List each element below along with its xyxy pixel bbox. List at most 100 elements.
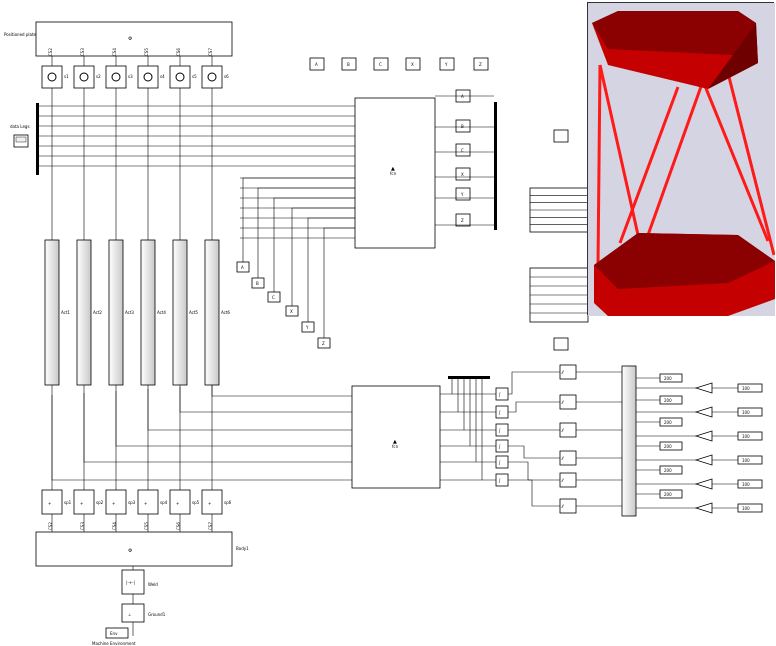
svg-text:B: B [461, 124, 464, 129]
svg-text:100: 100 [742, 482, 750, 487]
svg-text:Y: Y [444, 62, 448, 67]
top-cs-label: CS7 [208, 48, 213, 56]
svg-text:Z: Z [479, 62, 482, 67]
scope-screen-icon [16, 137, 26, 142]
gain-block[interactable] [696, 455, 712, 465]
stewart-platform-render [588, 3, 775, 316]
svg-text:Y: Y [460, 192, 464, 197]
leg-signal-lines: u1u2u3u4u5u6u7v1v2v3v4v5v6v7 [39, 103, 363, 240]
actuator-block[interactable] [173, 240, 187, 385]
actuator-label: Act5 [189, 310, 198, 315]
actuator-block[interactable] [205, 240, 219, 385]
joint-label: s5 [192, 74, 197, 79]
prismatic-joint[interactable] [74, 490, 94, 514]
bottom-cs-label: CS2 [48, 522, 53, 530]
svg-text:200: 200 [664, 420, 672, 425]
svg-text:X: X [290, 309, 293, 314]
output-scope[interactable] [554, 130, 568, 142]
top-joints: s1s2s3s4s5s6 [42, 56, 229, 240]
joint-label: sp1 [64, 500, 72, 505]
actuators: Act1Act2Act3Act4Act5Act6Leg6Leg5Leg4Leg3… [45, 240, 364, 490]
top-cs-label: CS5 [144, 48, 149, 56]
svg-text:⊥: ⊥ [128, 612, 132, 617]
saturation-block[interactable] [496, 440, 508, 452]
prismatic-joint[interactable] [42, 490, 62, 514]
joint-icon [112, 73, 120, 81]
top-platform-block[interactable]: ⚙ Positioned plate [4, 22, 232, 56]
weld-block[interactable]: |-+-| Weld [122, 570, 158, 594]
joint-label: s6 [224, 74, 229, 79]
gain-block[interactable] [696, 383, 712, 393]
gain-block[interactable] [696, 407, 712, 417]
bottom-cs-label: CS7 [208, 522, 213, 530]
bottom-platform-block[interactable]: ⚙ Body1 [36, 532, 249, 566]
bottom-platform-render [594, 233, 775, 316]
ground-label: Ground1 [148, 612, 166, 617]
svg-text:100: 100 [742, 410, 750, 415]
svg-text:X: X [411, 62, 414, 67]
joint-icon [208, 73, 216, 81]
gain-block[interactable] [696, 431, 712, 441]
joint-icon [176, 73, 184, 81]
svg-text:200: 200 [664, 398, 672, 403]
bottom-joints: +sp1CS2+sp2CS3+sp3CS4+sp4CS5+sp5CS6+sp6C… [42, 490, 232, 532]
weld-label: Weld [148, 582, 158, 587]
prismatic-joint[interactable] [202, 490, 222, 514]
saturation-block[interactable] [496, 474, 508, 486]
pose-constant-steps: ABCXYZ [237, 178, 355, 348]
svg-text:200: 200 [664, 492, 672, 497]
actuator-block[interactable] [141, 240, 155, 385]
ground-block[interactable]: ⊥ Ground1 [122, 604, 166, 622]
prismatic-joint[interactable] [106, 490, 126, 514]
joint-icon: + [144, 501, 147, 506]
top-cs-label: CS3 [80, 48, 85, 56]
svg-text:B: B [347, 62, 350, 67]
gain-block[interactable] [696, 479, 712, 489]
top-cs-label: CS4 [112, 48, 117, 56]
pose-output-displays: ABCXYZ [435, 90, 494, 226]
mux-block[interactable] [622, 366, 636, 516]
prismatic-joint[interactable] [138, 490, 158, 514]
3d-viewer-window[interactable] [587, 2, 774, 315]
env-short-label: Env [110, 631, 118, 636]
pose-display-row: ABCXYZ [310, 58, 488, 70]
saturation-block[interactable] [496, 406, 508, 418]
saturation-block[interactable] [496, 424, 508, 436]
control-bus-bar [448, 376, 490, 379]
saturation-block[interactable] [496, 388, 508, 400]
svg-text:C: C [379, 62, 382, 67]
actuator-label: Act2 [93, 310, 102, 315]
joint-icon: + [80, 501, 83, 506]
joint-icon [144, 73, 152, 81]
svg-text:▲: ▲ [393, 439, 397, 445]
svg-text:⚙: ⚙ [128, 548, 133, 554]
joint-label: sp5 [192, 500, 200, 505]
joint-label: s3 [128, 74, 133, 79]
env-label: Machine Environment [92, 641, 136, 646]
svg-text:X: X [461, 172, 464, 177]
actuator-block[interactable] [77, 240, 91, 385]
joint-icon: + [208, 501, 211, 506]
svg-text:100: 100 [742, 458, 750, 463]
actuator-block[interactable] [109, 240, 123, 385]
svg-text:100: 100 [742, 434, 750, 439]
fcn-control-block[interactable]: fcn ▲ [352, 386, 440, 488]
actuator-label: Act4 [157, 310, 166, 315]
svg-text:▲: ▲ [391, 166, 395, 172]
svg-text:200: 200 [664, 376, 672, 381]
svg-text:B: B [256, 281, 259, 286]
joint-icon: + [112, 501, 115, 506]
prismatic-joint[interactable] [170, 490, 190, 514]
svg-text:200: 200 [664, 444, 672, 449]
saturation-block[interactable] [496, 456, 508, 468]
actuator-block[interactable] [45, 240, 59, 385]
bottom-cs-label: CS6 [176, 522, 181, 530]
fcn-kinematics-block[interactable]: fcn ▲ [355, 98, 435, 248]
output-scope-2[interactable] [554, 338, 568, 350]
gain-block[interactable] [696, 503, 712, 513]
svg-text:A: A [241, 265, 244, 270]
env-block[interactable]: Env Machine Environment [92, 628, 136, 646]
svg-text:Z: Z [461, 218, 464, 223]
svg-text:|-+-|: |-+-| [126, 580, 135, 585]
joint-label: sp2 [96, 500, 104, 505]
